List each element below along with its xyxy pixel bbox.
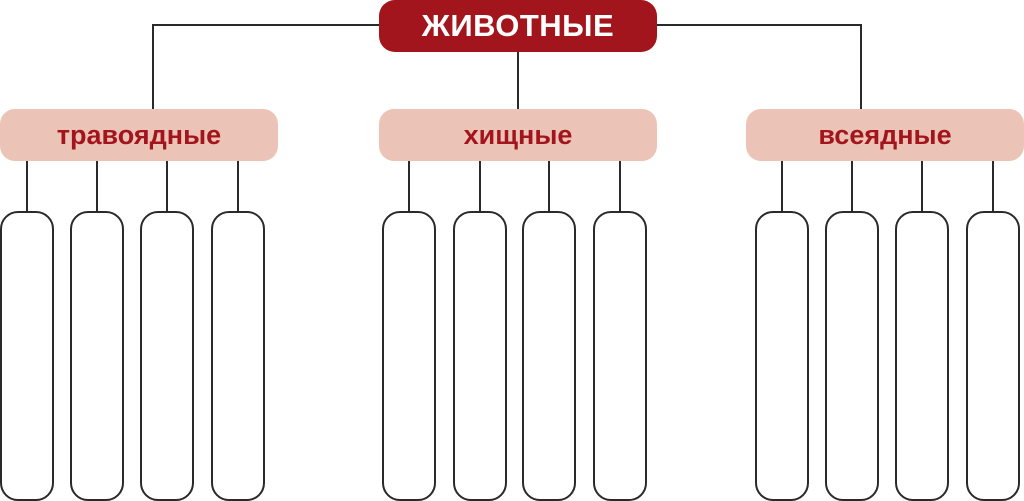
empty-slot-herbivores-1[interactable]: [0, 211, 54, 501]
empty-slot-herbivores-2[interactable]: [70, 211, 124, 501]
root-label: ЖИВОТНЫЕ: [421, 8, 615, 43]
empty-slot-carnivores-4[interactable]: [593, 211, 647, 501]
category-carnivores: хищные: [379, 109, 657, 161]
root-node: ЖИВОТНЫЕ: [379, 0, 657, 52]
category-label: травоядные: [56, 119, 222, 150]
category-label: хищные: [463, 119, 573, 150]
empty-slot-herbivores-3[interactable]: [140, 211, 194, 501]
connector-root-to-omnivores: [657, 24, 862, 109]
category-label: всеядные: [818, 119, 952, 150]
empty-slot-herbivores-4[interactable]: [211, 211, 265, 501]
empty-slot-carnivores-1[interactable]: [382, 211, 436, 501]
empty-slot-omnivores-3[interactable]: [895, 211, 949, 501]
category-omnivores: всеядные: [746, 109, 1024, 161]
empty-slot-carnivores-3[interactable]: [522, 211, 576, 501]
empty-slot-omnivores-1[interactable]: [755, 211, 809, 501]
empty-slot-carnivores-2[interactable]: [453, 211, 507, 501]
connector-root-to-herbivores: [152, 24, 379, 109]
empty-slot-omnivores-2[interactable]: [825, 211, 879, 501]
category-herbivores: травоядные: [0, 109, 278, 161]
empty-slot-omnivores-4[interactable]: [966, 211, 1020, 501]
